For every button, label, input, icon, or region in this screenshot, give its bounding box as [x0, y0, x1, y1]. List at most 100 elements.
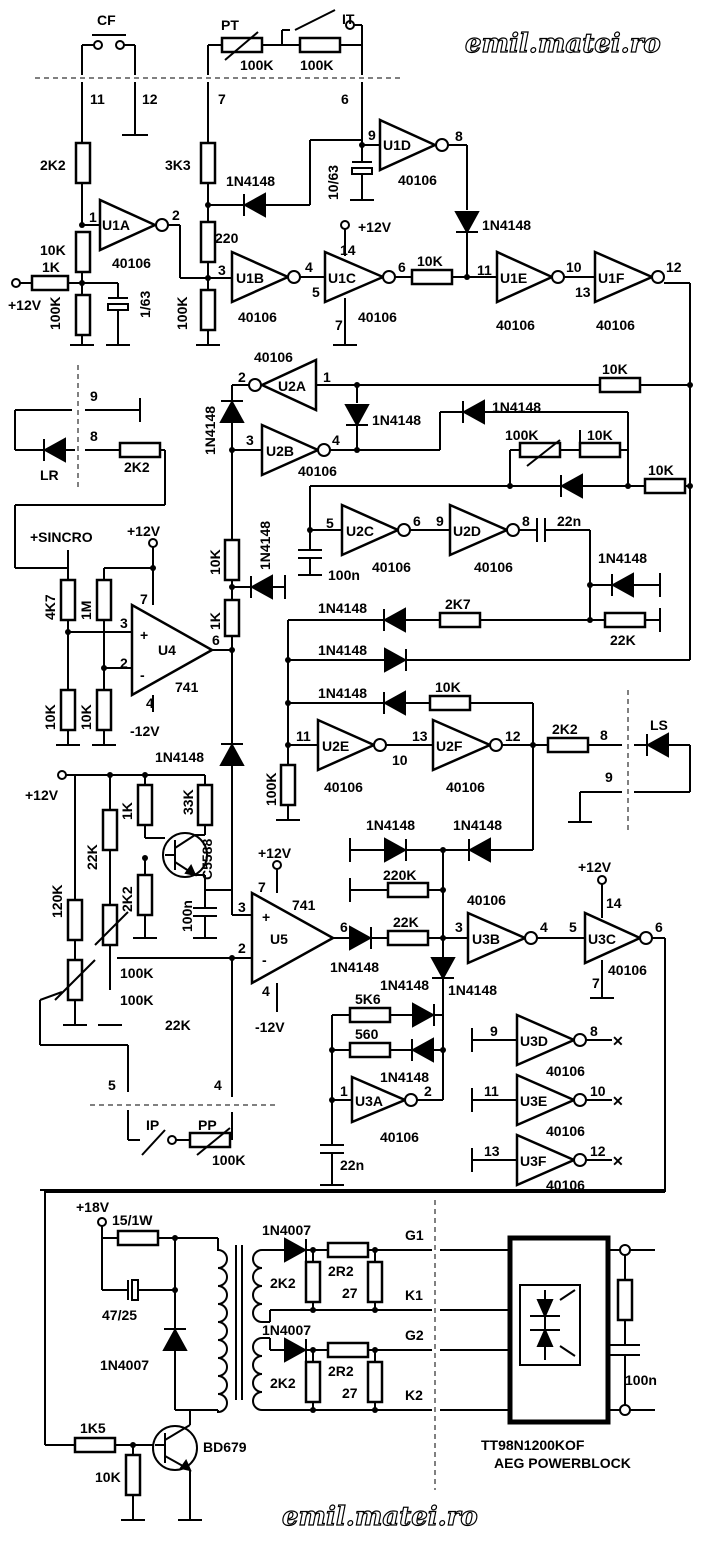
watermark-bottom: emil.matei.ro: [282, 1502, 478, 1532]
gate-u3b: U3B: [472, 931, 500, 947]
k2-label: K2: [405, 1387, 423, 1403]
c-22n-u2d: 22n: [557, 513, 581, 529]
d-1n4148-u3a-1: 1N4148: [380, 977, 429, 993]
svg-text:5: 5: [312, 284, 320, 300]
r-10k-u1a: 10K: [40, 242, 66, 258]
d-1n4007-g2: 1N4007: [262, 1322, 311, 1338]
svg-text:4: 4: [305, 259, 313, 275]
gate-u1d: U1D: [383, 137, 411, 153]
cf-switch: CF: [81, 12, 136, 75]
q-bd679: BD679: [203, 1439, 247, 1455]
r-100k-u1a: 100K: [47, 297, 63, 330]
u3a-block: 5K6 1N4148 560 1N4148 1 U3A 40106 2 22n: [320, 977, 446, 1186]
opamp-u4: U4: [158, 642, 176, 658]
svg-text:3: 3: [246, 432, 254, 448]
gate-u1a-ic: 40106: [112, 255, 151, 271]
u4-block: +SINCRO 4K7 10K +12V 1M 10K + - 3 2 U4 7…: [30, 523, 235, 746]
pin-4: 4: [214, 1077, 222, 1093]
svg-text:+: +: [140, 627, 148, 643]
r-10k-u2a: 10K: [602, 361, 628, 377]
u2a-u2b-block: 40106 U2A 2 1 10K 1N4148 U2B 40106 3 4 1…: [202, 349, 693, 540]
pot-100k: 100K: [505, 427, 538, 443]
svg-text:6: 6: [413, 513, 421, 529]
svg-text:9: 9: [368, 127, 376, 143]
pin-12: 12: [142, 91, 158, 107]
timing-network: 100K 10K 10K: [309, 427, 693, 530]
svg-text:12: 12: [666, 259, 682, 275]
svg-text:9: 9: [490, 1023, 498, 1039]
opamp-u5-type: 741: [292, 897, 316, 913]
cf-label: CF: [97, 12, 116, 28]
d-1n4148-u2b: 1N4148: [372, 412, 421, 428]
d-1n4148-u1b: 1N4148: [226, 173, 275, 189]
svg-text:7: 7: [258, 879, 266, 895]
supply-12v-u4: +12V: [127, 523, 161, 539]
r-10k-u4b: 10K: [78, 704, 94, 730]
svg-text:3: 3: [120, 615, 128, 631]
gate-u3d-ic: 40106: [546, 1063, 585, 1079]
gate-u2a-ic: 40106: [254, 349, 293, 365]
r-120k: 120K: [49, 885, 65, 918]
ladder-block: 2K7 1N4148 1N4148 1N4148 10K 100K 11 U2E…: [263, 596, 690, 821]
gate-u1f-ic: 40106: [596, 317, 635, 333]
r-33k: 33K: [180, 789, 196, 815]
d-1n4148-u5out: 1N4148: [330, 959, 379, 975]
r-5k6: 5K6: [355, 991, 381, 1007]
svg-text:14: 14: [606, 895, 622, 911]
r-10k-pot: 10K: [587, 427, 613, 443]
pin-11: 11: [90, 91, 105, 107]
svg-text:12: 12: [590, 1143, 606, 1159]
gate-u3a-ic: 40106: [380, 1129, 419, 1145]
svg-text:✕: ✕: [612, 1033, 624, 1049]
u3b-u3c-block: 40106 3 U3B 4 5 U3C 40106 6 +12V 14 7: [455, 859, 666, 1192]
u4-output-chain: 10K 1N4148 1K 1N4148: [155, 521, 286, 916]
r-1k-c5588: 1K: [119, 802, 135, 820]
pulse-transformer: [217, 1238, 270, 1414]
gate-u3c: U3C: [588, 931, 616, 947]
svg-text:8: 8: [455, 128, 463, 144]
svg-text:12: 12: [505, 728, 521, 744]
svg-text:-: -: [262, 952, 267, 968]
power-driver: +18V 15/1W 47/25 1N4007 1K5 10K: [44, 1190, 247, 1521]
svg-text:✕: ✕: [612, 1153, 624, 1169]
r-100k-u2e: 100K: [263, 773, 279, 806]
svg-text:4: 4: [146, 695, 154, 711]
svg-text:11: 11: [296, 728, 311, 744]
svg-text:10: 10: [566, 259, 582, 275]
d-1n4148-u3b-2: 1N4148: [453, 817, 502, 833]
r-10k-right: 10K: [648, 462, 674, 478]
svg-text:1: 1: [89, 209, 97, 225]
supply-12v-u5: +12V: [258, 845, 292, 861]
q-c5588: C5588: [199, 839, 215, 880]
it-label: IT: [342, 11, 355, 27]
supply-18v: +18V: [76, 1199, 110, 1215]
r-4k7: 4K7: [42, 594, 58, 620]
svg-text:2: 2: [424, 1083, 432, 1099]
pin-7: 7: [218, 91, 226, 107]
g2-label: G2: [405, 1327, 424, 1343]
svg-text:4: 4: [262, 983, 270, 999]
gate-u1c: U1C: [328, 270, 356, 286]
lr-label: LR: [40, 467, 59, 483]
r-22k-u5in: 22K: [84, 844, 100, 870]
r-22k-u5out: 22K: [393, 914, 419, 930]
gate-u1c-ic: 40106: [358, 309, 397, 325]
gate-u1e-ic: 40106: [496, 317, 535, 333]
d-1n4148-u3b-1: 1N4148: [366, 817, 415, 833]
r-27-g1: 27: [342, 1285, 358, 1301]
u1d-block: 10/63 9 U1D 40106 8 1N4148: [309, 100, 531, 277]
r-2k2-lr: 2K2: [124, 459, 150, 475]
r-2r2-g1: 2R2: [328, 1263, 354, 1279]
svg-text:11: 11: [477, 262, 492, 278]
svg-text:5: 5: [569, 919, 577, 935]
pin-lr-8: 8: [90, 428, 98, 444]
gate-driver-2: 1N4007 2K2 2R2 27 G2 K2: [262, 1322, 510, 1413]
svg-text:3: 3: [455, 919, 463, 935]
r-100k-u1b: 100K: [174, 297, 190, 330]
sincro-label: +SINCRO: [30, 529, 93, 545]
d-1n4148-u2a: 1N4148: [202, 406, 218, 455]
r-1m: 1M: [78, 601, 94, 620]
supply-12v-u1a: +12V: [8, 297, 42, 313]
u5-block: +12V + - 3 2 7 4 U5 741 -12V 6 1N4148 22…: [231, 845, 468, 1080]
svg-text:8: 8: [522, 513, 530, 529]
